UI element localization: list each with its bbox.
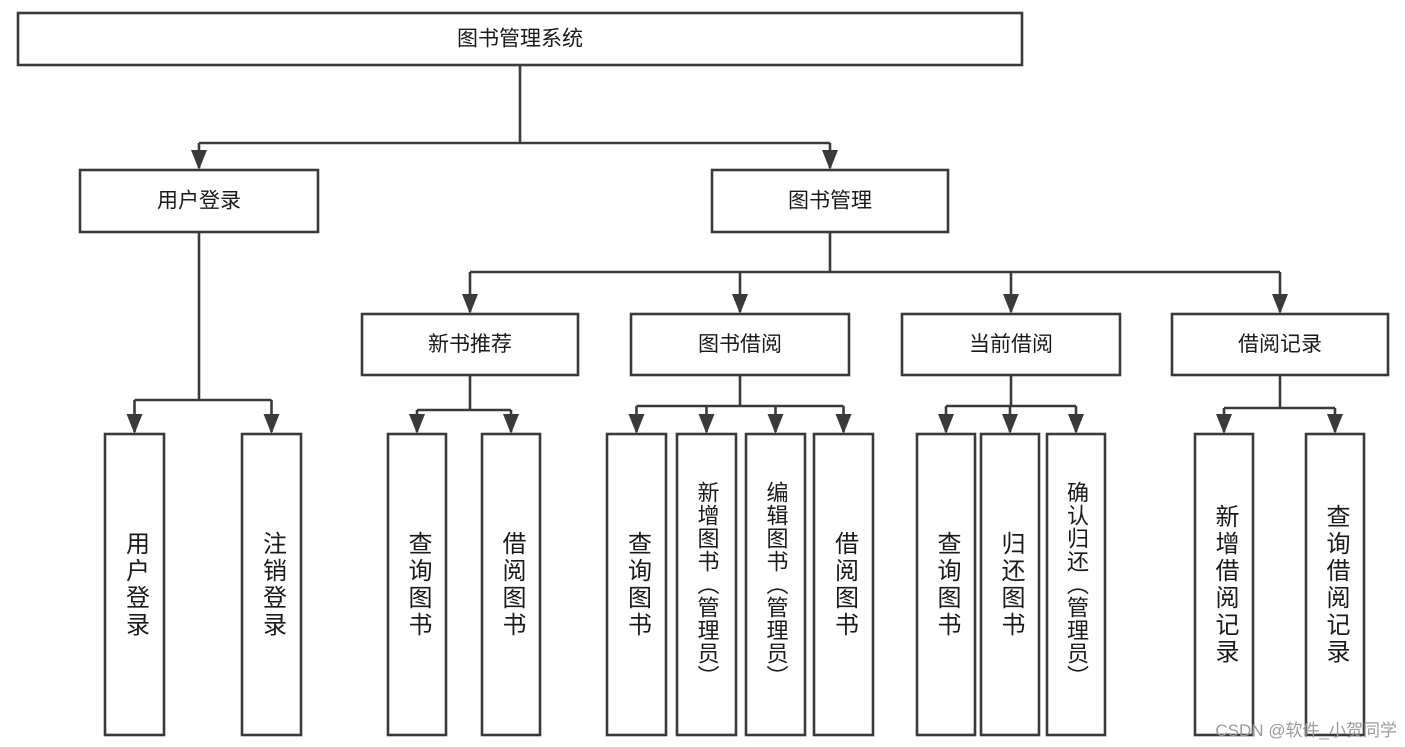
level3-node-label-borrow-record: 借阅记录 [1238,333,1322,356]
leaf-node-box-leaf-logout[interactable] [240,432,303,737]
level3-node-label-book-borrow: 图书借阅 [698,333,782,356]
book-manage-to-level3-arrow-1 [732,294,748,314]
level3-node-box-new-book-rec[interactable] [360,312,580,377]
book-borrow-to-leaves-arrow-3 [835,414,852,434]
book-borrow-to-leaves-arrow-2 [767,414,784,434]
current-borrow-to-leaves-arrow-2 [1068,414,1084,434]
level3-node-label-current-borrow: 当前借阅 [969,333,1053,356]
root-to-level2-arrow-0 [191,150,207,170]
leaf-node-box-leaf-user-login[interactable] [103,432,166,737]
root-to-level2-arrow-1 [822,150,838,170]
level3-node-box-current-borrow[interactable] [900,312,1122,377]
borrow-record-to-leaves-arrow-0 [1216,414,1232,434]
level2-node-box-book-manage[interactable] [710,168,950,234]
new-book-rec-to-leaves-arrow-0 [409,414,425,434]
leaf-node-box-leaf-query-book-3[interactable] [915,432,977,737]
leaf-node-box-leaf-query-book-2[interactable] [605,432,668,737]
connectors-layer [126,65,1343,434]
leaf-node-box-leaf-query-book-1[interactable] [386,432,448,737]
book-manage-to-level3-arrow-2 [1003,294,1019,314]
user-login-to-leaves-arrow-1 [263,414,280,434]
level2-node-box-user-login[interactable] [78,168,320,234]
leaf-node-box-leaf-add-record[interactable] [1193,432,1255,737]
level3-node-label-new-book-rec: 新书推荐 [428,333,512,356]
root-node-label: 图书管理系统 [457,28,583,51]
leaf-node-box-leaf-return-book[interactable] [979,432,1041,737]
watermark-credit: CSDN @软件_小贺同学 [1215,721,1397,740]
leaf-node-box-leaf-borrow-book-2[interactable] [812,432,875,737]
level2-node-label-book-manage: 图书管理 [788,190,872,213]
leaf-node-box-leaf-confirm-return[interactable] [1045,432,1107,737]
level2-node-label-user-login: 用户登录 [157,190,241,213]
book-manage-to-level3-arrow-0 [462,294,478,314]
leaf-node-box-leaf-borrow-book-1[interactable] [480,432,542,737]
user-login-to-leaves-arrow-0 [126,414,143,434]
book-manage-to-level3-arrow-3 [1272,294,1288,314]
boxes-layer [16,11,1390,737]
level3-node-box-book-borrow[interactable] [629,312,851,377]
book-borrow-to-leaves-arrow-0 [628,414,645,434]
borrow-record-to-leaves-arrow-1 [1327,414,1343,434]
current-borrow-to-leaves-arrow-0 [938,414,954,434]
book-borrow-to-leaves-arrow-1 [698,414,715,434]
current-borrow-to-leaves-arrow-1 [1002,414,1018,434]
leaf-node-box-leaf-add-book[interactable] [675,432,738,737]
level3-node-box-borrow-record[interactable] [1170,312,1390,377]
root-node-box[interactable] [16,11,1024,67]
new-book-rec-to-leaves-arrow-1 [503,414,519,434]
leaf-node-box-leaf-edit-book[interactable] [744,432,807,737]
leaf-node-box-leaf-query-record[interactable] [1304,432,1366,737]
